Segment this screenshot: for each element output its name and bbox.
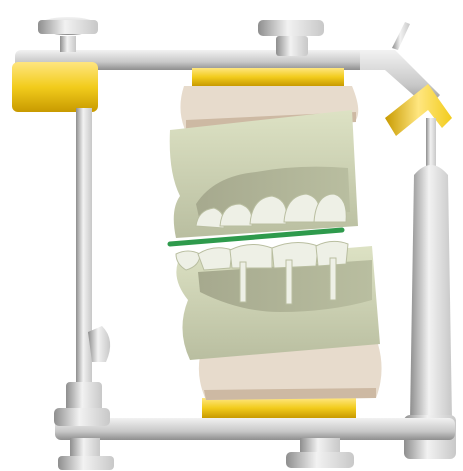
upper-left-condyle-housing	[12, 62, 98, 112]
lower-crossbar	[55, 418, 455, 440]
bottom-left-knob	[54, 408, 110, 426]
lower-mounting-plate	[202, 398, 356, 418]
incisal-guide-table	[385, 84, 452, 136]
lower-cast	[176, 241, 380, 360]
top-left-knob-stem	[60, 36, 76, 52]
incisal-pin-top	[392, 22, 410, 50]
left-post-screw	[88, 326, 110, 362]
upper-mounting-plate	[192, 68, 344, 86]
upper-cast	[170, 110, 358, 238]
left-post	[66, 108, 110, 418]
top-center-knob	[258, 20, 324, 36]
incisal-pin-post	[404, 118, 456, 459]
